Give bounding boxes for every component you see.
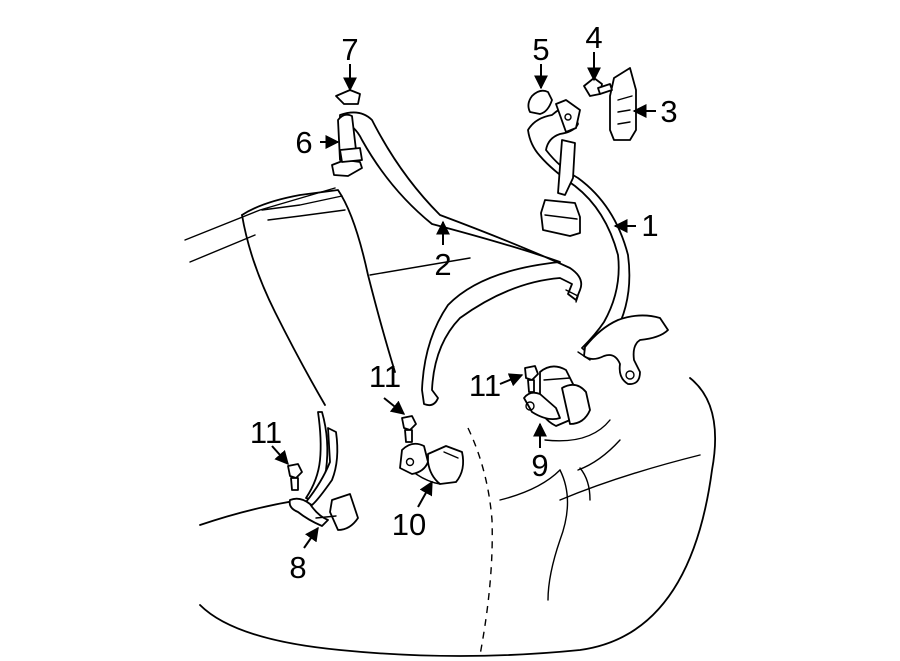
callout-11-right: 11 bbox=[469, 368, 501, 403]
part-11-bolt-center bbox=[401, 415, 417, 443]
callout-8: 8 bbox=[289, 550, 306, 585]
callout-10: 10 bbox=[392, 507, 426, 542]
callout-4: 4 bbox=[585, 20, 602, 55]
part-5-cover bbox=[527, 89, 553, 115]
callout-7: 7 bbox=[341, 32, 358, 67]
callout-1: 1 bbox=[641, 208, 658, 243]
part-2-shoulder-belt bbox=[339, 111, 583, 407]
part-8-buckle-left bbox=[288, 411, 359, 531]
part-11-bolt-right bbox=[524, 365, 539, 393]
part-10-buckle-center bbox=[399, 442, 465, 485]
callout-9: 9 bbox=[531, 448, 548, 483]
part-9-buckle-right bbox=[523, 365, 591, 427]
part-4-bolt bbox=[583, 77, 613, 97]
seat-cushion-outline bbox=[199, 377, 717, 657]
part-6-guide-bracket bbox=[331, 113, 363, 177]
callout-11-center: 11 bbox=[369, 359, 401, 394]
callout-3: 3 bbox=[660, 94, 677, 129]
callout-5: 5 bbox=[532, 32, 549, 67]
part-3-retractor-bracket bbox=[609, 67, 637, 141]
part-11-bolt-left bbox=[287, 463, 303, 491]
seat-back-outline bbox=[184, 187, 471, 406]
callout-6: 6 bbox=[295, 125, 312, 160]
part-1-rear-retractor-belt bbox=[527, 99, 669, 385]
callout-11-left: 11 bbox=[250, 415, 282, 450]
callout-2: 2 bbox=[434, 247, 451, 282]
part-7-guide-cover bbox=[335, 89, 361, 105]
leader-arrows bbox=[271, 52, 656, 549]
